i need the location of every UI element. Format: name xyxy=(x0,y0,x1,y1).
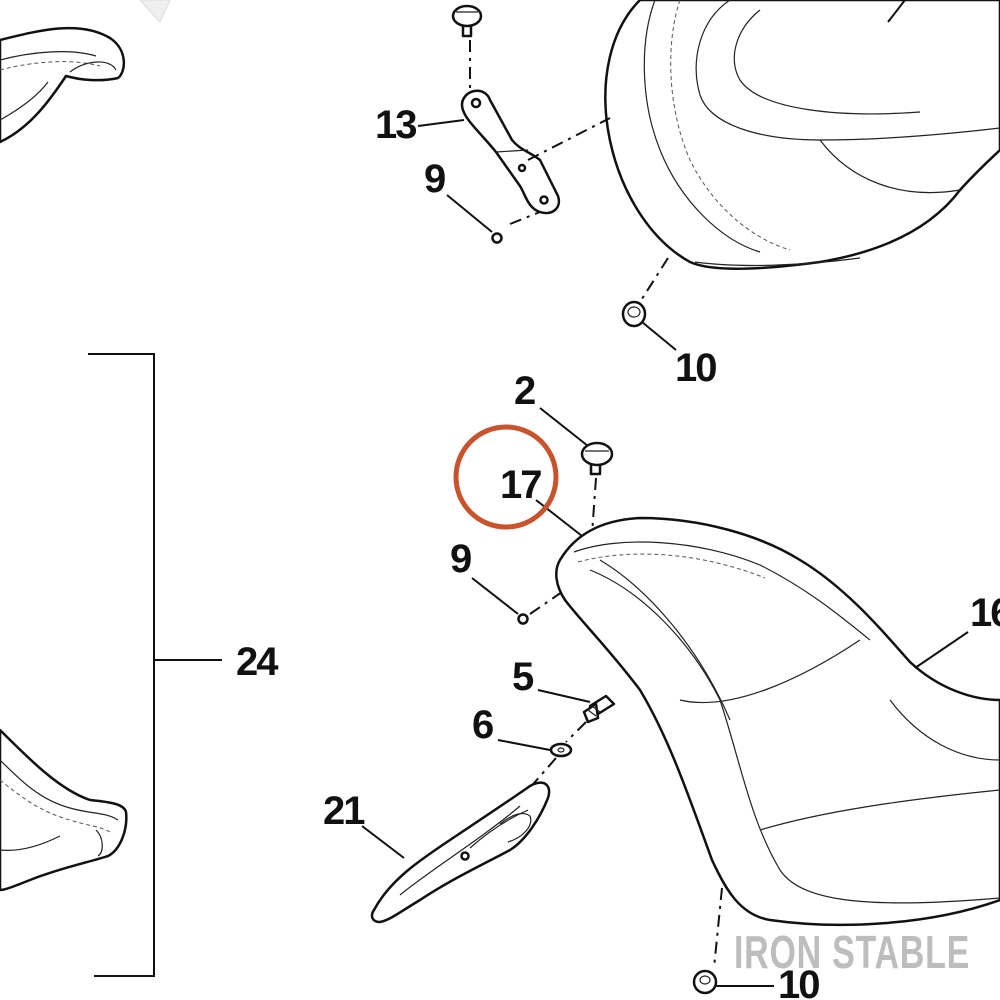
highlight-circle-17 xyxy=(453,424,559,530)
leader-5 xyxy=(537,689,591,703)
seat-corner-view-top-left xyxy=(0,0,171,144)
leader-2 xyxy=(539,407,589,447)
thumb-screw-middle xyxy=(580,441,614,476)
grommet-bottom xyxy=(692,969,718,995)
small-screw-middle xyxy=(517,613,529,625)
bracket-24 xyxy=(88,353,155,977)
axis-line-small-screw-middle xyxy=(529,591,563,615)
watermark-text: IRON STABLE xyxy=(734,926,970,978)
axis-line-screw-middle xyxy=(591,477,597,535)
grommet-top xyxy=(621,300,647,328)
leader-9-mid xyxy=(471,577,519,615)
callout-9-middle: 9 xyxy=(450,537,472,581)
leader-17 xyxy=(535,499,583,537)
leader-16 xyxy=(914,631,969,669)
axis-line-bracket-to-screw xyxy=(509,211,541,225)
axis-line-grommet-bottom xyxy=(713,887,723,969)
leader-9-top xyxy=(446,194,493,233)
leader-13 xyxy=(417,119,465,127)
axis-line-bracket-to-seat xyxy=(527,117,611,161)
callout-21: 21 xyxy=(323,789,365,833)
leader-10-top xyxy=(641,321,677,351)
axis-line-bolt xyxy=(565,721,587,743)
leader-21 xyxy=(361,825,405,859)
callout-24: 24 xyxy=(236,640,279,684)
callout-9-top: 9 xyxy=(424,157,446,201)
part-5-bolt xyxy=(582,694,616,724)
callout-17: 17 xyxy=(500,463,541,507)
part-21-grab-strap xyxy=(370,781,551,924)
callout-5: 5 xyxy=(512,655,534,699)
callout-10-top: 10 xyxy=(675,346,716,390)
small-screw-top xyxy=(491,232,503,244)
leader-top-seat xyxy=(887,0,906,23)
callout-2: 2 xyxy=(514,369,536,413)
callout-13: 13 xyxy=(375,103,416,147)
part-16-seat xyxy=(555,516,1000,927)
callout-16: 16 xyxy=(970,591,1000,635)
callout-6: 6 xyxy=(472,703,494,747)
thumb-screw-top xyxy=(451,4,483,38)
part-6-washer xyxy=(549,742,573,758)
leader-6 xyxy=(497,739,551,751)
axis-line-grommet-top xyxy=(639,257,669,303)
part-13-mounting-bracket xyxy=(460,89,561,215)
part-24-seat-assembly-partial xyxy=(0,728,128,892)
callout-10-bottom: 10 xyxy=(778,963,819,1000)
driver-seat-upper xyxy=(604,0,1000,270)
